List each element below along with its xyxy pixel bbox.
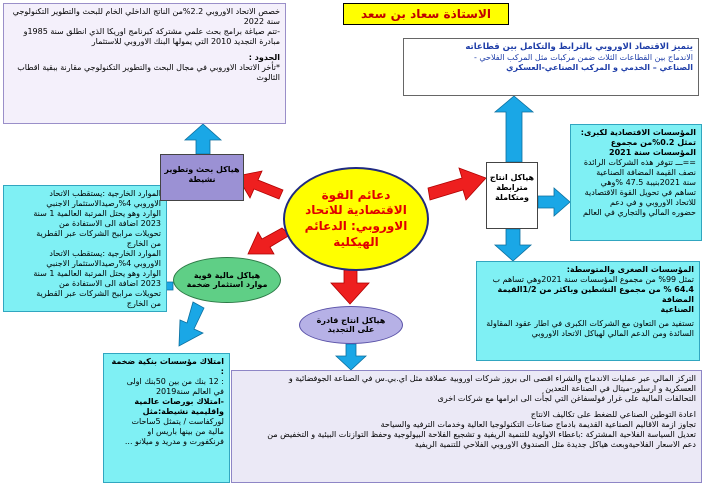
banking-line-5: واقليمية نشيطة:مثل bbox=[142, 407, 224, 416]
small-ent-line-5: تستفيد من التعاون مع الشركات الكبرى في ا… bbox=[486, 319, 694, 328]
external-line-4: 2023 اضافة الى الاستفادة من bbox=[59, 219, 161, 228]
research-line-1: خصص الاتحاد الاوروبي 2.2%من الناتج الداخ… bbox=[12, 7, 280, 26]
production-structures-node: هياكل انتاج مترابطة ومتكاملة bbox=[486, 162, 538, 229]
small-ent-line-3: 64.4 % من مجموع النشطين وباكثر من 1/2الق… bbox=[497, 285, 694, 304]
large-ent-line-6: سنة 2021بنيبة 47.5 %وهي bbox=[600, 178, 696, 187]
blue-arrow-up-topleft bbox=[183, 123, 223, 155]
large-ent-title: المؤسسات الاقتصادية لكبرى: bbox=[580, 128, 696, 137]
banking-title: امتلاك مؤسسات بنكية ضخمة : bbox=[111, 357, 225, 376]
integration-line-1: يتميز الاقتصاد الاوروبي بالترابط والتكام… bbox=[465, 42, 693, 52]
blue-arrow-down-bottom bbox=[334, 343, 368, 371]
banking-line-6: لوركفاست / يتمثل 5ساحات bbox=[131, 417, 224, 426]
banking-line-7: مالية من بينها باريس او bbox=[147, 427, 224, 436]
large-ent-line-9: حضوره المالي والتجاري في العالم bbox=[583, 208, 696, 217]
renewal-structures-node: هياكل انتاج قادرة على التجديد bbox=[299, 306, 403, 344]
large-ent-line-7: تساهم في تحويل القوة الاقتصادية bbox=[584, 188, 696, 197]
external-line-10: 2023 اضافة الى الاستفادة من bbox=[59, 279, 161, 288]
central-topic: دعائم القوة الاقتصادية للاتحاد الاوروبي:… bbox=[283, 167, 429, 271]
blue-arrow-down-left bbox=[178, 301, 205, 347]
banking-line-4: -امتلاك بورصات عالمية bbox=[134, 397, 224, 406]
large-ent-line-5: نصف القيمة المضافة الصناعية bbox=[596, 168, 696, 177]
research-line-2: -تتم صياغة برامج بحث علمي مشتركة كبرنامج… bbox=[23, 27, 280, 46]
small-ent-line-2: تمثل 99% من مجموع المؤسسات سنة 2021وهي ت… bbox=[492, 275, 694, 284]
banking-line-8: فرنكفورت و مدريد و ميلانو ... bbox=[124, 437, 224, 446]
renewal-details-box: التركز المالي عبر عمليات الاندماج والشرا… bbox=[231, 370, 702, 483]
small-ent-line-4: الصناعية bbox=[660, 305, 694, 314]
research-structures-node: هياكل بحث وتطوير نشيطة bbox=[160, 154, 244, 201]
external-line-9: الوارد وهو يحتل المرتبة العالمية 1 سنة bbox=[33, 269, 161, 278]
banking-line-2: : 12 بنك من بين 50بنك اولى bbox=[126, 377, 224, 386]
red-arrow-down bbox=[330, 269, 370, 305]
external-line-5: تحويلات مرابيح الشركات عبر القطرية bbox=[36, 229, 161, 238]
large-ent-line-4: ==ـــ تتوفر هذه الشركات الرائدة bbox=[583, 158, 696, 167]
banking-line-3: في العالم سنة2019 bbox=[155, 387, 224, 396]
external-line-8: الاوروبي 4%رصيدالاستثمار الاجنبي bbox=[46, 259, 161, 268]
small-ent-title: المؤسسات الصغرى والمتوسطة: bbox=[566, 265, 694, 274]
renewal-line-1: التركز المالي عبر عمليات الاندماج والشرا… bbox=[288, 374, 696, 383]
red-arrow-up-right bbox=[427, 167, 487, 201]
research-info-box: خصص الاتحاد الاوروبي 2.2%من الناتج الداخ… bbox=[3, 3, 286, 124]
external-line-12: من الخارج bbox=[126, 299, 161, 308]
renewal-line-5: تجاوز ازمة الاقاليم الصناعية القديمة باد… bbox=[380, 420, 696, 429]
renewal-line-7: دعم الاسعار الفلاحيةوبعث هياكل جديدة مثل… bbox=[414, 440, 696, 449]
integration-info-box: يتميز الاقتصاد الاوروبي بالترابط والتكام… bbox=[403, 38, 699, 96]
blue-arrow-right bbox=[537, 187, 571, 217]
renewal-line-2: العسكرية و ارسلور-ميتال في الصناعة التعد… bbox=[545, 384, 696, 393]
renewal-node-text: هياكل انتاج قادرة على التجديد bbox=[316, 316, 386, 334]
banking-box: امتلاك مؤسسات بنكية ضخمة : : 12 بنك من ب… bbox=[103, 353, 230, 483]
external-resources-box: الموارد الخارجية :يستقطب الاتحاد الاوروب… bbox=[3, 185, 167, 312]
large-ent-line-3: المؤسسات سنة 2021 bbox=[609, 148, 696, 157]
finance-structures-node: هياكل مالية قوية موارد استثمار ضخمة bbox=[173, 257, 281, 303]
small-ent-line-6: السائدة ومن الدعم المالي لهياكل الاتحاد … bbox=[531, 329, 694, 338]
external-line-6: من الخارج bbox=[126, 239, 161, 248]
external-line-3: الوارد وهو يحتل المرتبة العالمية 1 سنة bbox=[33, 209, 161, 218]
external-line-7: الموارد الخارجية :يستقطب الاتحاد bbox=[49, 249, 161, 258]
author-banner: الاستاذة سعاد بن سعد bbox=[343, 3, 509, 25]
research-line-4: *تأخر الاتحاد الاوروبي في مجال البحث وال… bbox=[17, 63, 280, 82]
large-ent-line-8: للاتحاد الاوروبي و في دعم bbox=[609, 198, 696, 207]
finance-node-text: هياكل مالية قوية موارد استثمار ضخمة bbox=[186, 271, 268, 289]
blue-arrow-up-topright bbox=[493, 95, 535, 163]
renewal-line-3: التحالفات المالية على غرار فولسفاغن التي… bbox=[437, 394, 696, 403]
renewal-line-6: تعديل السياسة الفلاحية المشتركة :باعطاء … bbox=[267, 430, 696, 439]
external-line-1: الموارد الخارجية :يستقطب الاتحاد bbox=[49, 189, 161, 198]
integration-line-3: الصناعي – الخدمي و المركب الصناعي-العسكر… bbox=[506, 62, 693, 72]
large-ent-line-2: تمثل 0.2%من مجموع bbox=[610, 138, 696, 147]
external-line-2: الاوروبي 4%رصيدالاستثمار الاجنبي bbox=[46, 199, 161, 208]
integration-line-2: الاندماج بين القطاعات الثلاث ضمن مركبات … bbox=[473, 52, 693, 62]
small-enterprises-box: المؤسسات الصغرى والمتوسطة: تمثل 99% من م… bbox=[476, 261, 700, 361]
research-limits-title: الحدود : bbox=[248, 53, 280, 62]
blue-arrow-down-right bbox=[493, 228, 533, 262]
large-enterprises-box: المؤسسات الاقتصادية لكبرى: تمثل 0.2%من م… bbox=[570, 124, 702, 241]
red-arrow-left bbox=[247, 227, 291, 255]
external-line-11: تحويلات مرابيح الشركات عبر القطرية bbox=[36, 289, 161, 298]
renewal-line-4: اعادة التوطين الصناعي للضغط على تكاليف ا… bbox=[530, 410, 696, 419]
central-topic-text: دعائم القوة الاقتصادية للاتحاد الاوروبي:… bbox=[304, 187, 408, 249]
